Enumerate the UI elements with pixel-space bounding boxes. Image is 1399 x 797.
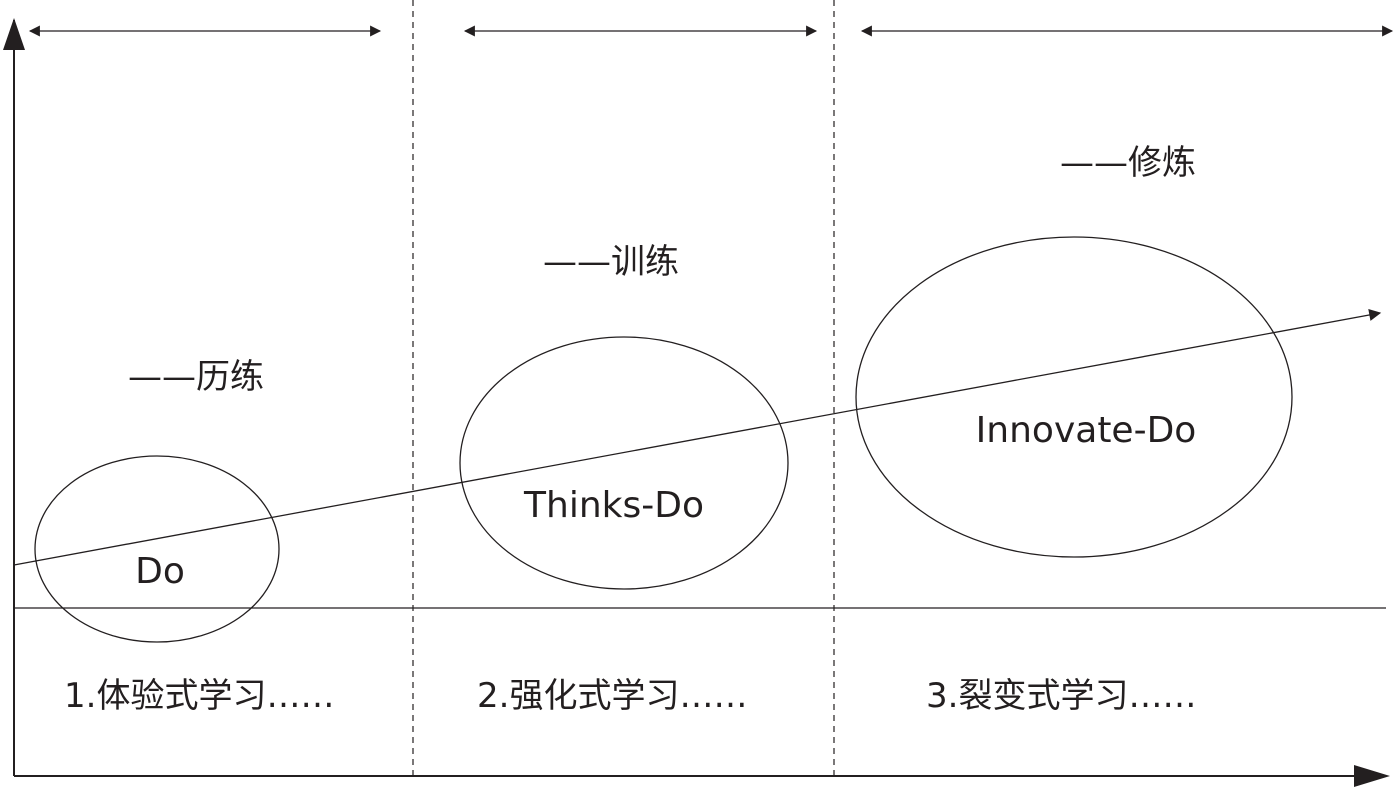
stage-caption-3: 3.裂变式学习…… [926, 676, 1196, 716]
mode-label-do: Do [135, 551, 185, 592]
growth-trend-arrow [13, 309, 1382, 566]
level-label-3: ——修炼 [1060, 143, 1196, 183]
stage-ellipse-innovate-do [855, 236, 1293, 558]
level-label-2: ——训练 [543, 242, 679, 282]
mode-label-thinks-do: Thinks-Do [523, 485, 704, 526]
mode-label-innovate-do: Innovate-Do [976, 410, 1197, 451]
x-axis-arrowhead [1354, 765, 1390, 787]
stage-ellipse-do [34, 455, 280, 643]
stage-ellipse-thinks-do [459, 336, 789, 590]
y-axis-arrowhead [3, 18, 25, 50]
stage-caption-1: 1.体验式学习…… [64, 676, 334, 716]
stage-caption-2: 2.强化式学习…… [477, 676, 747, 716]
level-label-1: ——历练 [128, 357, 264, 397]
